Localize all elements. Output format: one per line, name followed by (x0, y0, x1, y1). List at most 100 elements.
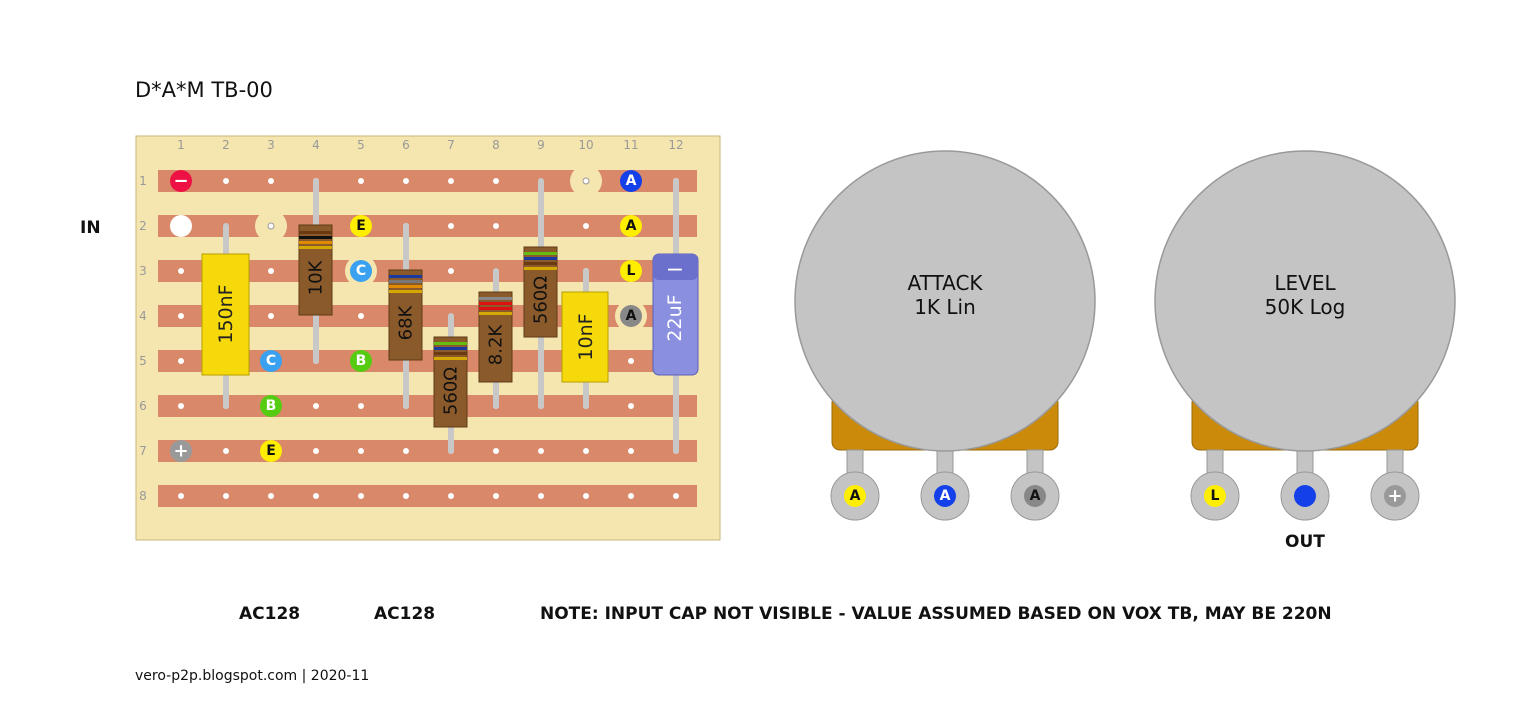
col-number: 8 (492, 138, 500, 152)
lug-label: A (1030, 488, 1041, 504)
capacitor-10nf: 10nF (561, 291, 609, 383)
ground-minus-marker: − (170, 170, 192, 192)
lug-marker (1384, 485, 1406, 507)
pot-knob (1154, 150, 1456, 452)
pot-value: 1K Lin (914, 295, 976, 319)
capacitor-150nf: 150nF (201, 253, 250, 376)
transistor-2-label: AC128 (374, 604, 436, 624)
resistor-560-a: 560Ω (433, 336, 468, 428)
lug-marker (844, 485, 866, 507)
transistor-1-collector-marker: C (260, 350, 282, 372)
svg-text:A: A (626, 173, 637, 189)
svg-text:E: E (356, 218, 366, 234)
pot-level: L + LEVEL 50K Log (1154, 150, 1456, 521)
row-number: 2 (139, 219, 147, 233)
resistor-560-b: 560Ω (523, 246, 558, 338)
positive-plus-marker: + (170, 440, 192, 462)
band (479, 312, 512, 315)
transistor-2-emitter-marker: E (350, 215, 372, 237)
band (524, 262, 557, 265)
row-number: 8 (139, 489, 147, 503)
col-number: 12 (668, 138, 683, 152)
band (434, 347, 467, 350)
resistor-label: 68K (396, 304, 417, 340)
input-wire-marker (170, 215, 192, 237)
svg-text:−: − (173, 171, 188, 192)
copper-strips (158, 170, 697, 507)
band (524, 257, 557, 260)
svg-text:B: B (266, 398, 277, 414)
column-numbers: 1 2 3 4 5 6 7 8 9 10 11 12 (177, 138, 683, 152)
col-number: 6 (402, 138, 410, 152)
band (389, 285, 422, 288)
row-number: 6 (139, 399, 147, 413)
svg-text:E: E (266, 443, 276, 459)
lug-label: A (940, 488, 951, 504)
lug-label: L (1211, 488, 1220, 504)
polarity-minus-label: − (666, 258, 684, 283)
pot-name: ATTACK (907, 271, 983, 295)
band (479, 302, 512, 305)
col-number: 3 (267, 138, 275, 152)
pot-value: 50K Log (1265, 295, 1346, 319)
band (299, 236, 332, 239)
transistor-1-base-marker: B (260, 395, 282, 417)
input-label: IN (80, 218, 101, 238)
svg-text:L: L (627, 263, 636, 279)
strip-row-1 (158, 170, 697, 192)
band (434, 342, 467, 345)
pot-attack-lug3-marker: A (620, 305, 642, 327)
diagram-title: D*A*M TB-00 (135, 78, 273, 102)
resistor-body (298, 224, 333, 316)
capacitor-label: 150nF (215, 284, 237, 343)
resistor-label: 560Ω (531, 276, 552, 324)
strip-row-3 (158, 260, 697, 282)
lug-marker (1204, 485, 1226, 507)
row-number: 4 (139, 309, 147, 323)
resistor-10k: 10K (298, 224, 333, 316)
strip-row-7 (158, 440, 697, 462)
resistor-label: 8.2K (486, 324, 507, 366)
transistor-2-collector-marker: C (350, 260, 372, 282)
note-text: NOTE: INPUT CAP NOT VISIBLE - VALUE ASSU… (540, 604, 1332, 624)
svg-text:C: C (266, 353, 276, 369)
holes-row-7 (223, 448, 679, 454)
holes-row-8 (178, 493, 679, 499)
col-number: 7 (447, 138, 455, 152)
pot-attack-lug2-marker: A (620, 170, 642, 192)
strip-holes (178, 177, 679, 499)
lug-label: + (1387, 486, 1402, 507)
band (434, 352, 467, 355)
pot-knob (794, 150, 1096, 452)
lug-marker (934, 485, 956, 507)
resistor-8k2: 8.2K (478, 291, 513, 383)
transistor-1-label: AC128 (239, 604, 301, 624)
resistor-68k: 68K (388, 269, 423, 361)
col-number: 4 (312, 138, 320, 152)
output-label: OUT (1285, 532, 1325, 552)
band (389, 290, 422, 293)
row-number: 3 (139, 264, 147, 278)
svg-text:A: A (626, 308, 637, 324)
pot-name: LEVEL (1274, 271, 1336, 295)
band (434, 357, 467, 360)
transistor-2-base-marker: B (350, 350, 372, 372)
lug-marker (1024, 485, 1046, 507)
lug-marker-output (1294, 485, 1316, 507)
capacitor-body (201, 253, 250, 376)
row-number: 7 (139, 444, 147, 458)
capacitor-label: 22uF (664, 294, 686, 341)
col-number: 5 (357, 138, 365, 152)
col-number: 11 (623, 138, 638, 152)
strip-row-2 (158, 215, 697, 237)
band (524, 267, 557, 270)
band (299, 241, 332, 244)
band (479, 307, 512, 310)
col-number: 10 (578, 138, 593, 152)
capacitor-22uf: − 22uF (652, 253, 699, 376)
pot-level-lug1-marker: L (620, 260, 642, 282)
svg-text:B: B (356, 353, 367, 369)
band (299, 231, 332, 234)
pot-attack: A A A ATTACK 1K Lin (794, 150, 1096, 521)
